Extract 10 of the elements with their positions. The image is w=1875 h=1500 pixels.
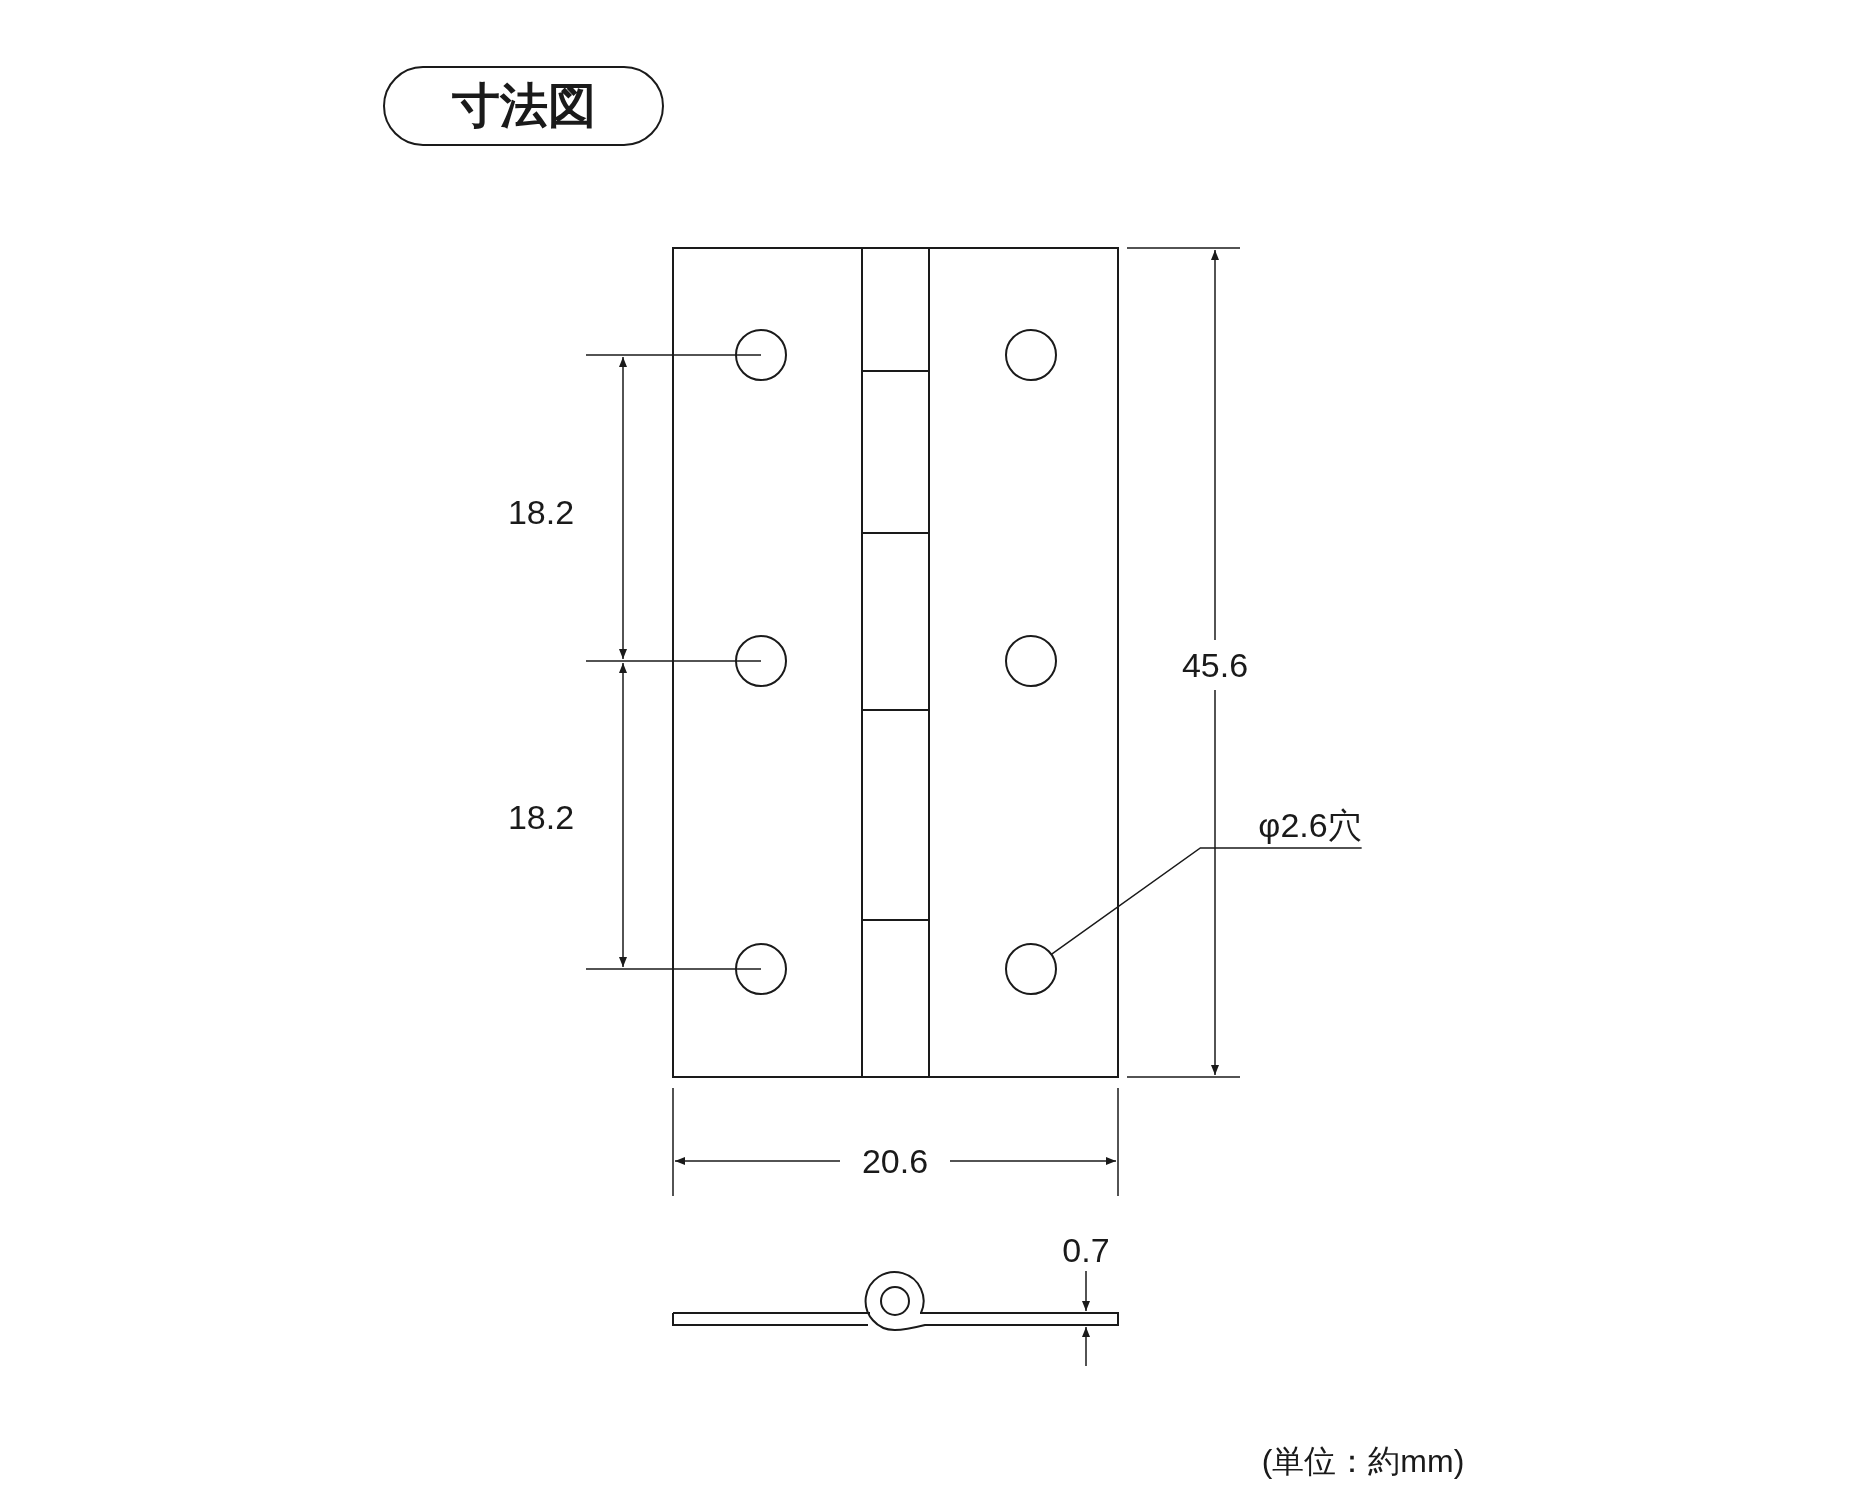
dimension-label: 0.7 bbox=[1062, 1233, 1110, 1267]
leader-line bbox=[1050, 847, 1363, 956]
screw-hole bbox=[1005, 943, 1057, 995]
title-pill: 寸法図 bbox=[383, 66, 664, 146]
dimension-label: 18.2 bbox=[507, 495, 575, 529]
dimension-label: 45.6 bbox=[1181, 648, 1249, 682]
dimension-label: 20.6 bbox=[861, 1144, 929, 1178]
unit-note: (単位：約mm) bbox=[1261, 1445, 1465, 1477]
dimension-label: 18.2 bbox=[507, 800, 575, 834]
callout-label: φ2.6穴 bbox=[1258, 808, 1362, 842]
